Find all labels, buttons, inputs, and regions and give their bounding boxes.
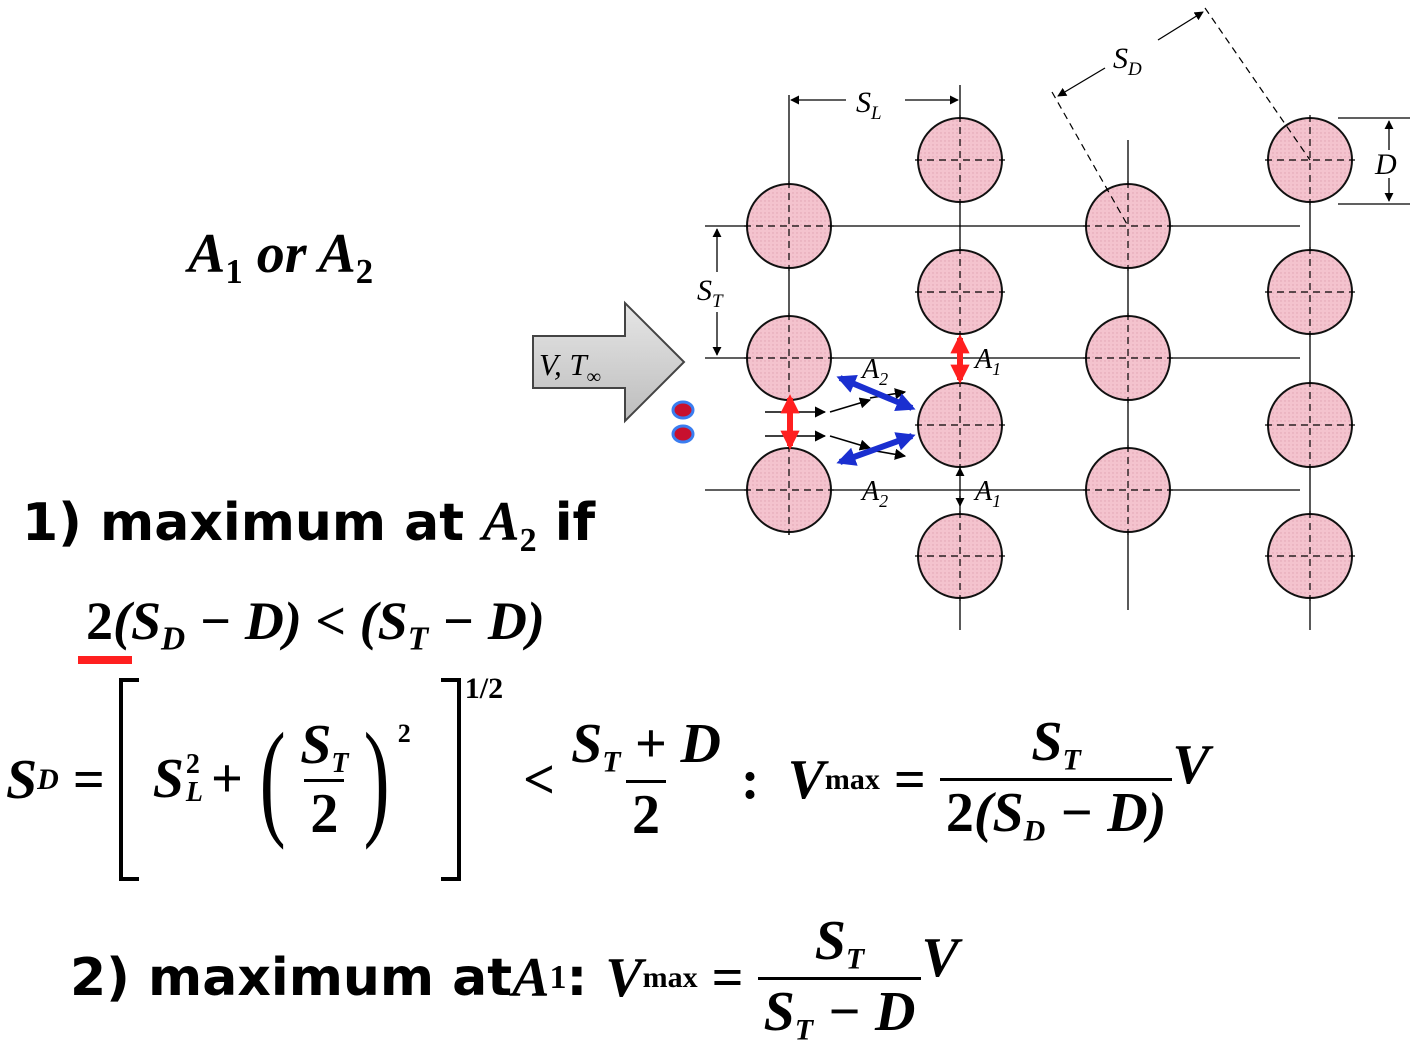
tube-bank-diagram: SL SD D ST V, T∞ A2 A2 A1 A1 [532, 7, 1410, 630]
st-plus-d-over-2: ST + D 2 [571, 713, 721, 846]
svg-text:V, T∞: V, T∞ [539, 347, 601, 388]
vmax-case1-fraction: ST 2(SD − D) [939, 710, 1173, 848]
vmax-case2-fraction: ST ST − D [757, 909, 922, 1047]
tube-centerlines [744, 7, 1355, 601]
right-bracket [440, 678, 461, 881]
bullet-dots [671, 400, 695, 444]
coef-2: 2 [86, 591, 113, 651]
case1-label: 1) maximum at A2 if [22, 491, 596, 559]
heading-a1-or-a2: A1 or A2 [188, 223, 374, 292]
svg-text:ST: ST [697, 274, 724, 312]
tubes [746, 117, 1353, 599]
red-underline [78, 656, 132, 664]
svg-text:A2: A2 [860, 354, 888, 389]
blue-arrow-upper [836, 375, 916, 411]
flow-arrow: V, T∞ [532, 300, 686, 424]
highlight-arrows [780, 334, 970, 466]
svg-text:A1: A1 [973, 476, 1001, 511]
sd-dimension: SD [1057, 11, 1204, 97]
st-dimension: ST [697, 228, 724, 356]
sl-dimension: SL [790, 86, 959, 124]
svg-text:SD: SD [1113, 42, 1142, 80]
svg-text:A1: A1 [973, 344, 1001, 379]
case1-condition: 2(SD − D) < (ST − D) [86, 591, 545, 658]
st-over-2: ST 2 [300, 713, 349, 846]
d-dimension: D [1338, 117, 1410, 205]
right-paren: ) [363, 707, 390, 852]
svg-text:A2: A2 [860, 476, 888, 511]
left-bracket [118, 678, 139, 881]
svg-text:SL: SL [856, 86, 882, 124]
blue-arrow-lower [836, 432, 916, 466]
heading-a1: A [188, 223, 226, 285]
svg-text:D: D [1374, 148, 1397, 181]
left-paren: ( [259, 707, 286, 852]
heading-or: or [256, 223, 307, 285]
heading-a2: A [318, 223, 356, 285]
